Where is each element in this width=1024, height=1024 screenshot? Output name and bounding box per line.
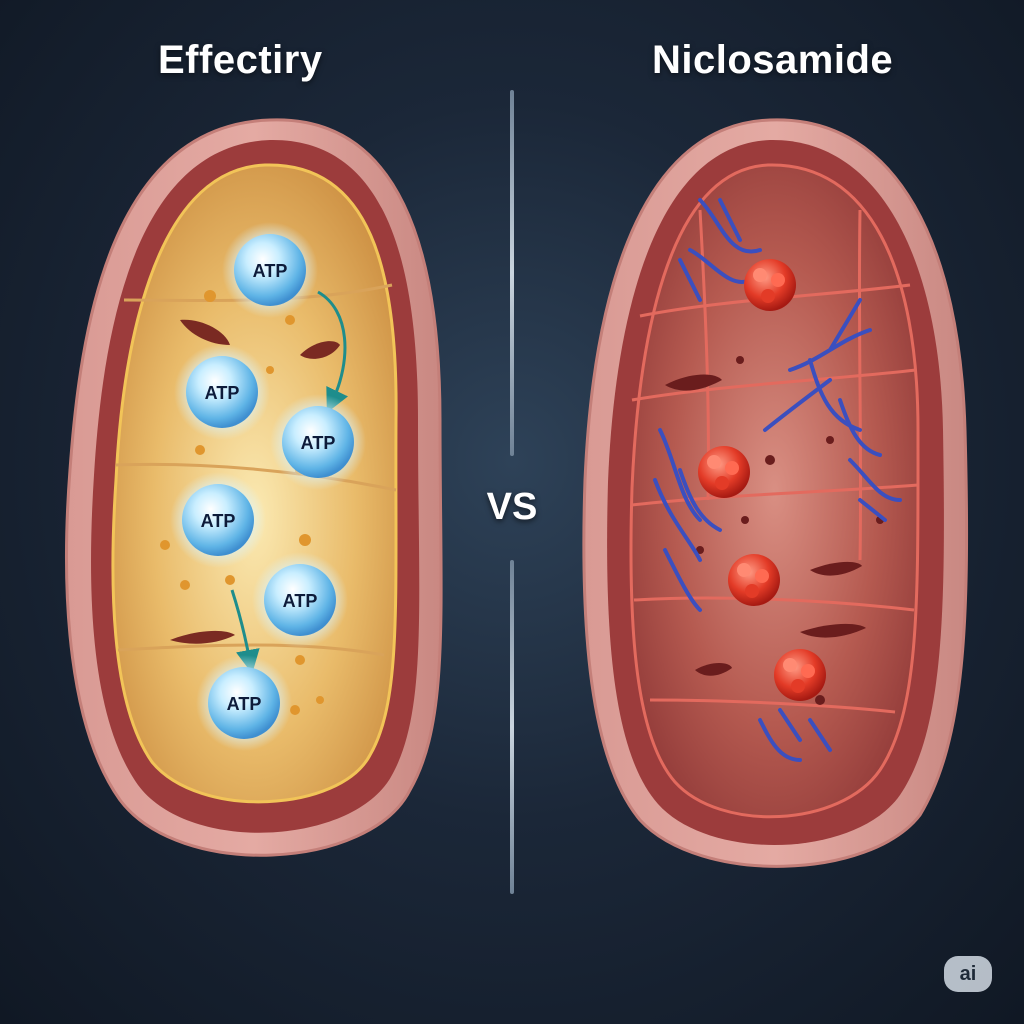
damaged-mitochondrion <box>582 118 969 868</box>
damage-network <box>653 198 902 762</box>
healthy-mitochondrion-title: Effectiry <box>158 38 323 82</box>
atp-label: ATP <box>201 511 236 531</box>
flow-arrow-icon <box>317 290 348 413</box>
atp-molecule: ATP <box>252 552 348 648</box>
atp-label: ATP <box>205 383 240 403</box>
atp-molecule: ATP <box>170 472 266 568</box>
damage-cluster-icon <box>744 259 796 311</box>
damage-cluster-icon <box>728 554 780 606</box>
atp-molecule: ATP <box>174 344 270 440</box>
damage-cluster-icon <box>774 649 826 701</box>
atp-molecule: ATP <box>196 655 292 751</box>
atp-label: ATP <box>283 591 318 611</box>
dark-granules <box>665 356 884 705</box>
divider-line-top <box>510 90 514 456</box>
ai-badge: ai <box>944 956 992 992</box>
healthy-mitochondrion: ATP ATP ATP ATP ATP ATP <box>65 118 443 857</box>
matrix <box>629 163 920 819</box>
dark-granules <box>170 319 340 644</box>
vs-label: VS <box>486 486 538 528</box>
atp-molecule: ATP <box>222 222 318 318</box>
damaged-mitochondrion-title: Niclosamide <box>652 38 894 82</box>
atp-label: ATP <box>227 694 262 714</box>
atp-molecule: ATP <box>270 394 366 490</box>
atp-label: ATP <box>253 261 288 281</box>
divider-line-bottom <box>510 560 514 894</box>
damage-cluster-icon <box>698 446 750 498</box>
atp-label: ATP <box>301 433 336 453</box>
